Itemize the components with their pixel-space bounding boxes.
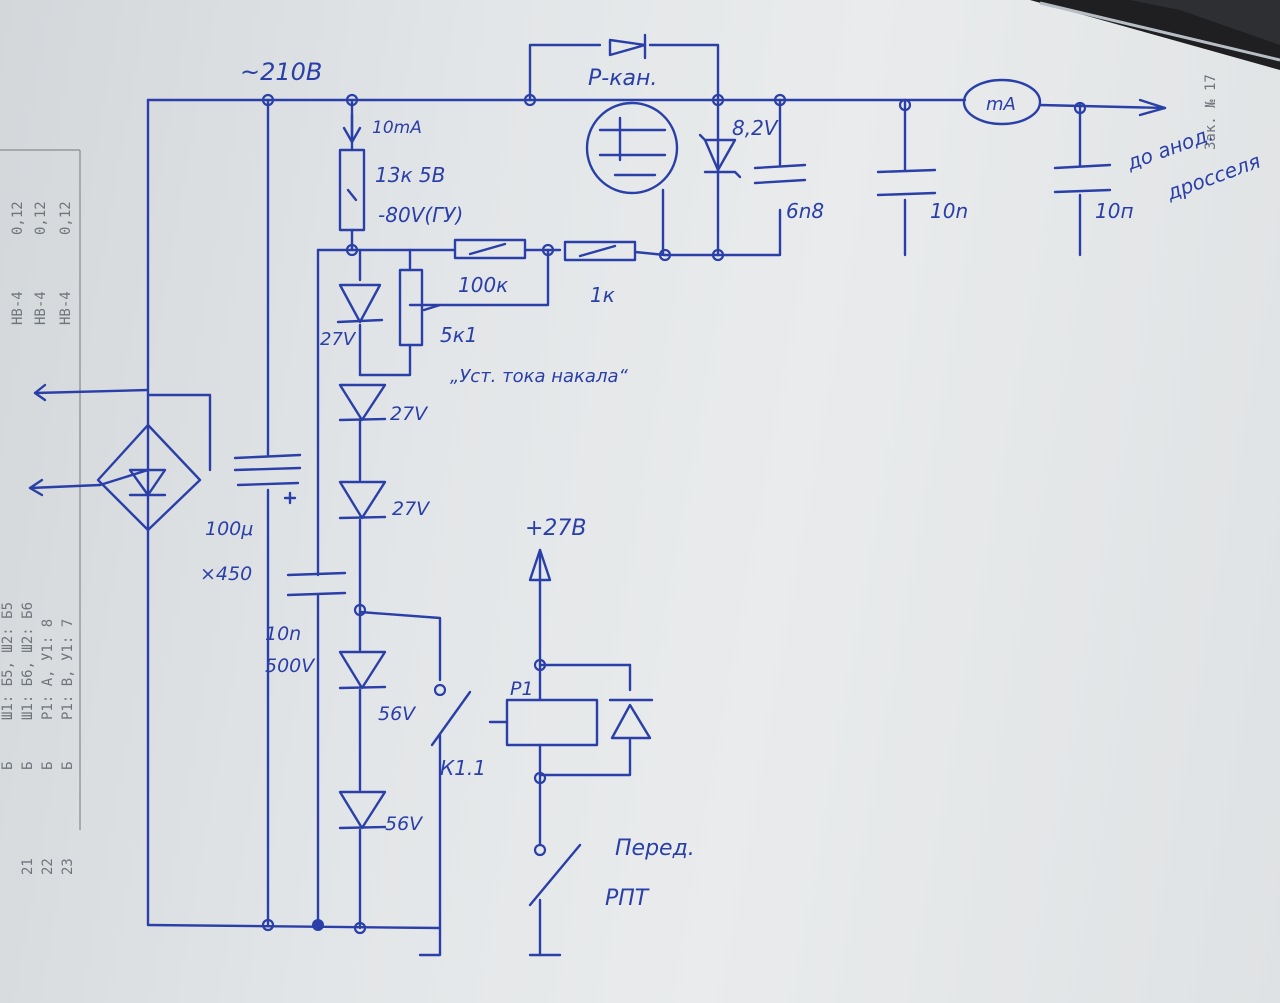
label-d5: 56V [385,813,424,835]
printed-cell: Р1: А, У1: 8 [40,619,56,720]
label-r1-note: -80V(ГУ) [378,203,463,227]
label-transfer-id: РПТ [605,886,650,911]
label-relay: Р1 [510,678,534,700]
label-relay-supply: +27В [525,516,587,541]
label-6n8: 6n8 [786,199,824,223]
label-10n-a: 10n [930,199,968,223]
junction-nodes [261,93,1087,935]
relay-diode [608,698,654,740]
label-10ma: 10mA [372,118,422,138]
potentiometer-5k1 [398,268,442,347]
relay-contact-k11 [430,683,472,747]
label-1k: 1к [590,283,615,307]
printed-table: 0,12 0,12 0,12 HB-4 HB-4 HB-4 Ш1: Б5, Ш2… [0,74,1219,875]
printed-cell: HB-4 [33,291,49,325]
printed-cell: Б [0,762,16,770]
printed-cell: HB-4 [10,291,26,325]
label-pchan: Р-кан. [588,66,657,91]
label-10n-b: 10п [1095,199,1134,223]
printed-cell: 22 [40,858,56,875]
diode-bridge [96,423,202,532]
printed-cell: 21 [20,858,36,875]
resistor-1k [563,240,637,262]
label-d4: 56V [378,703,417,725]
capacitor-10n-b [1053,163,1112,194]
capacitor-100u [233,453,302,505]
p-channel-mosfet [585,33,679,195]
capacitor-10n-a [876,168,937,197]
printed-cell: Б [40,762,56,770]
label-pot: 5к1 [440,323,478,347]
pen-image [1030,0,1280,70]
label-c10n: 10n [265,623,301,645]
capacitor-6n8 [753,163,807,185]
label-d2: 27V [390,403,429,425]
label-zener: 8,2V [732,116,779,140]
diode-56v-2 [338,790,387,830]
label-100k: 100к [458,273,508,297]
label-supply: ~210В [240,58,322,86]
resistor-13k [338,148,366,232]
transfer-switch [528,843,582,907]
printed-cell: 0,12 [10,201,26,235]
capacitor-10n-500v [286,571,347,597]
label-bridge-cap-v: ×450 [200,563,252,585]
printed-cell: 0,12 [58,201,74,235]
printed-corner-text: Зак. № 17 [1203,74,1219,150]
label-d1: 27V [320,329,357,350]
printed-cell: Ш1: Б6, Ш2: Б6 [20,602,36,720]
output-arrows [28,98,1167,582]
diode-27v-1 [336,283,384,324]
resistor-100k [453,238,527,260]
zener-diode-8v2 [698,133,742,179]
label-transfer: Перед. [615,836,695,861]
diode-27v-2 [338,383,387,422]
printed-cell: 0,12 [33,201,49,235]
printed-cell: Р1: В, У1: 7 [60,619,76,720]
label-pot-note: „Уст. тока накала“ [450,366,628,387]
printed-cell: Б [60,762,76,770]
label-bridge-cap: 100μ [205,518,253,540]
label-meter: mA [986,94,1016,115]
printed-cell: Ш1: Б5, Ш2: Б5 [0,602,16,720]
label-contact: К1.1 [440,756,486,780]
label-c500v: 500V [265,655,316,677]
printed-cell: HB-4 [58,291,74,325]
diode-27v-3 [338,480,387,520]
printed-cell: 23 [60,858,76,875]
printed-cell: Б [20,762,36,770]
relay-coil-p1 [488,698,599,747]
label-r1: 13к 5В [375,163,445,187]
ammeter [962,78,1042,126]
wiring [98,43,1167,957]
diode-56v-1 [338,650,387,690]
label-d3: 27V [392,498,431,520]
